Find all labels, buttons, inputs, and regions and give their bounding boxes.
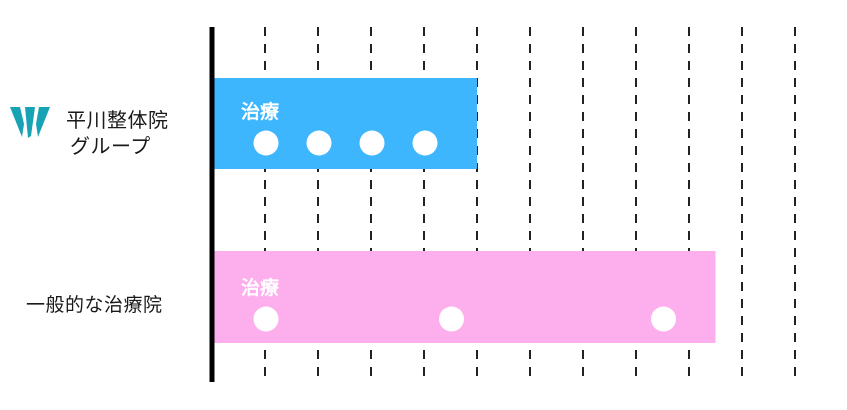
hirakawa-label-line-2: グループ (70, 134, 151, 158)
hirakawa-bar-label: 治療 (241, 101, 280, 123)
general-treatment-bar (214, 251, 716, 343)
treatment-dot-row1-2 (306, 130, 332, 156)
treatment-dot-row1-4 (412, 130, 438, 156)
treatment-dot-row1-1 (253, 130, 279, 156)
treatment-dot-row2-2 (439, 306, 464, 332)
hirakawa-treatment-bar (214, 78, 477, 169)
general-bar-label: 治療 (241, 277, 280, 299)
hirakawa-group-label: 平川整体院 グループ (66, 107, 169, 159)
treatment-dot-row2-3 (651, 306, 676, 332)
hirakawa-label-line-1: 平川整体院 (66, 108, 169, 132)
hirakawa-logo-mark-icon (10, 107, 50, 138)
treatment-dots (253, 130, 676, 332)
treatment-dot-row1-3 (359, 130, 385, 156)
treatment-dot-row2-1 (253, 306, 279, 332)
general-clinic-label: 一般的な治療院 (26, 294, 163, 316)
